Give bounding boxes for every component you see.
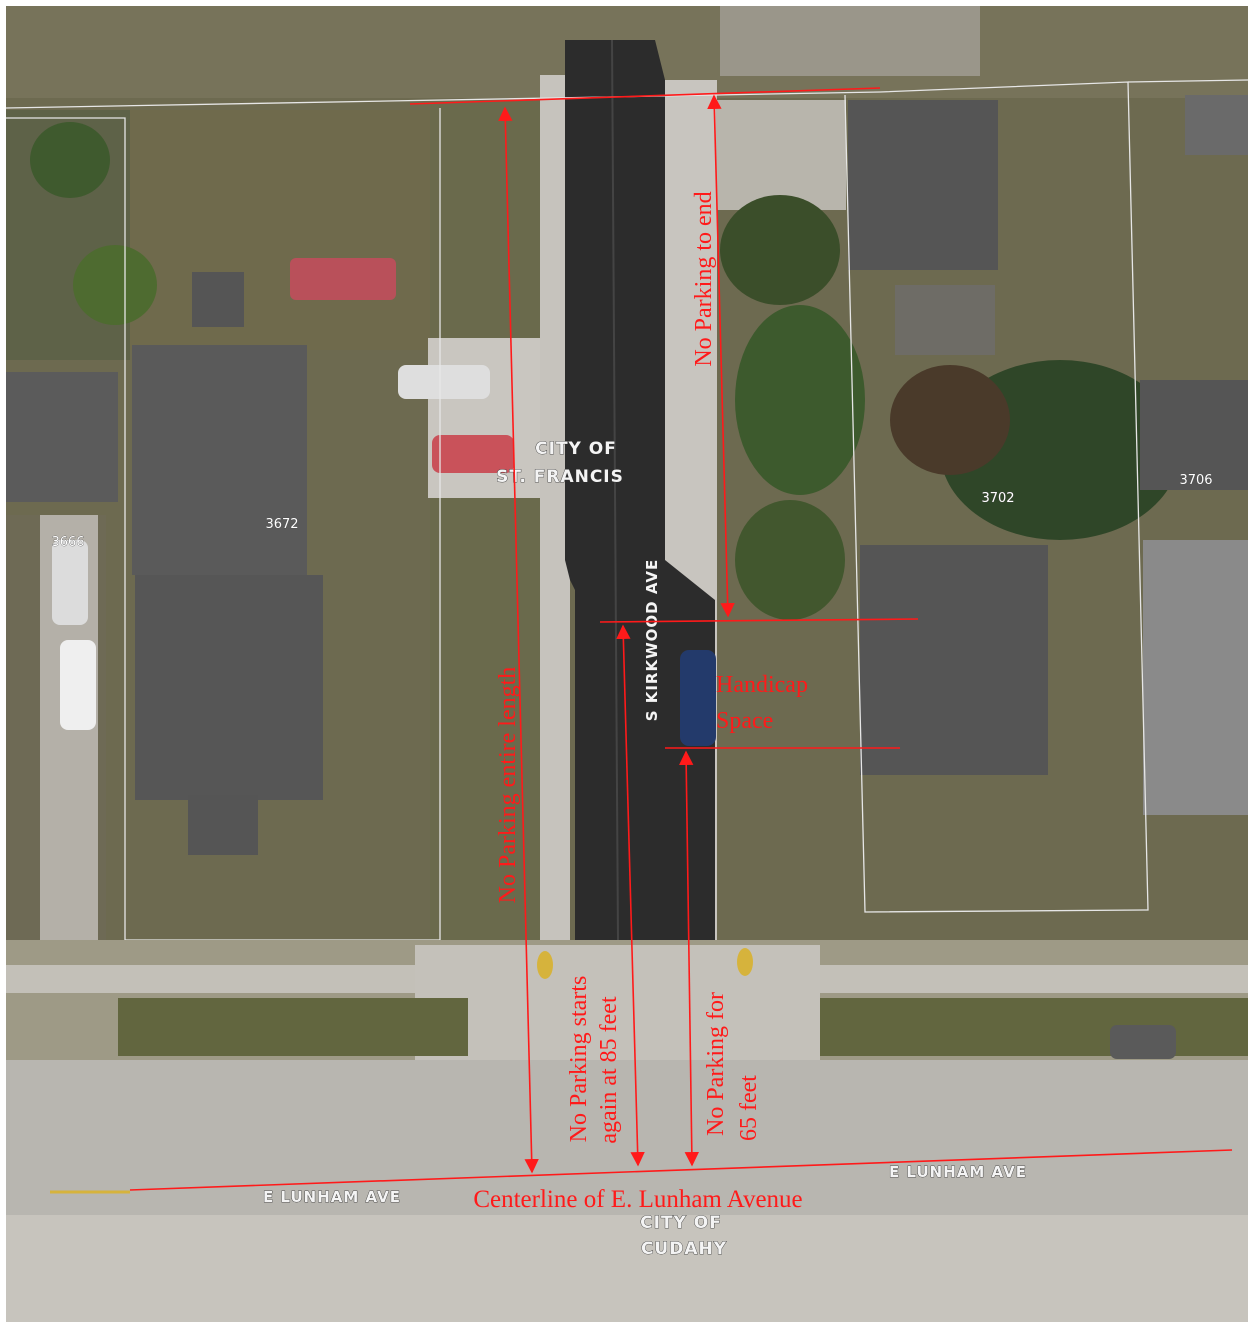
annotation-no-parking-entire-length: No Parking entire length xyxy=(495,667,521,904)
north-limit-line xyxy=(409,87,881,105)
tree-red xyxy=(890,365,1010,475)
car xyxy=(52,540,88,625)
address-3706: 3706 xyxy=(1179,473,1212,488)
kirkwood-road xyxy=(565,40,715,940)
arrow-65-feet xyxy=(678,750,700,1167)
terrace-lawn-east xyxy=(820,998,1248,1056)
st-francis-label-line1: CITY OF xyxy=(535,439,617,459)
house-3702-roof xyxy=(860,545,1048,775)
address-3672: 3672 xyxy=(265,517,298,532)
driveway-east xyxy=(716,100,846,210)
parked-car xyxy=(680,650,716,746)
arrow-to-end xyxy=(707,94,735,618)
annotation-handicap-line1: Handicap xyxy=(716,672,808,698)
kirkwood-street-label: S KIRKWOOD AVE xyxy=(643,559,661,722)
address-3666: 3666 xyxy=(51,535,84,550)
lunham-street-label-east: E LUNHAM AVE xyxy=(889,1163,1027,1181)
house-roof xyxy=(6,372,118,502)
yard-3672 xyxy=(130,110,430,350)
garage-roof xyxy=(1185,95,1248,155)
tree xyxy=(720,195,840,305)
lunham-street-label-west: E LUNHAM AVE xyxy=(263,1188,401,1206)
arrow-85-feet xyxy=(616,624,645,1167)
cudahy-label-line1: CITY OF xyxy=(640,1213,722,1233)
curb-ramp xyxy=(537,951,553,979)
terrace-lawn-west xyxy=(118,998,468,1056)
truck xyxy=(290,258,396,300)
house-3706-roof xyxy=(1143,540,1248,815)
annotation-no-parking-for-line1: No Parking for xyxy=(703,992,729,1136)
tree xyxy=(30,122,110,198)
house-3672-roof-rear xyxy=(135,575,323,800)
annotation-centerline: Centerline of E. Lunham Avenue xyxy=(473,1186,802,1213)
annotation-no-parking-starts-line1: No Parking starts xyxy=(566,976,592,1143)
lunham-south-lane xyxy=(6,1215,1248,1322)
address-3702: 3702 xyxy=(981,491,1014,506)
car xyxy=(432,435,514,473)
patio xyxy=(895,285,995,355)
annotation-no-parking-for-line2: 65 feet xyxy=(736,1075,762,1141)
annotation-no-parking-to-end: No Parking to end xyxy=(691,191,717,366)
house-3702-roof-north xyxy=(848,100,998,270)
curb-ramp xyxy=(737,948,753,976)
annotation-handicap-line2: Space xyxy=(716,708,773,734)
handicap-north-line xyxy=(599,618,919,623)
car xyxy=(60,640,96,730)
tree-row xyxy=(735,305,865,495)
arrow-entire-length xyxy=(498,106,539,1174)
house-3672-roof xyxy=(132,345,307,575)
car xyxy=(398,365,490,399)
car xyxy=(1110,1025,1176,1059)
tree xyxy=(735,500,845,620)
tree xyxy=(73,245,157,325)
annotation-no-parking-starts-line2: again at 85 feet xyxy=(596,996,622,1144)
house-3672-porch xyxy=(188,795,258,855)
lunham-centerline xyxy=(129,1149,1233,1191)
cudahy-label-line2: CUDAHY xyxy=(641,1239,727,1259)
parking-lot xyxy=(720,6,980,76)
shed-roof xyxy=(192,272,244,327)
house-3706-roof-north xyxy=(1140,380,1248,490)
annotation-lines xyxy=(129,87,1233,1191)
